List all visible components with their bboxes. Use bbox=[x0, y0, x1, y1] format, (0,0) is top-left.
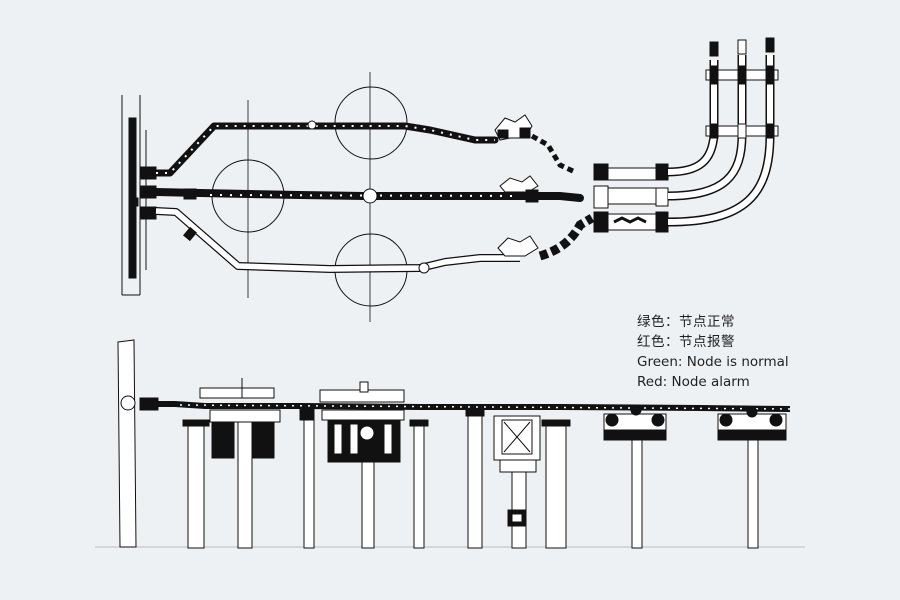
left-column bbox=[117, 339, 137, 548]
risers bbox=[667, 37, 779, 227]
elevation-view bbox=[95, 339, 805, 549]
support-saddle-1 bbox=[603, 404, 667, 441]
middle-pipe bbox=[152, 175, 584, 204]
valve-box bbox=[493, 415, 541, 549]
manifold bbox=[593, 163, 669, 233]
rack-columns bbox=[187, 409, 759, 549]
legend: 绿色：节点正常 红色：节点报警 Green: Node is normal Re… bbox=[637, 312, 789, 392]
legend-red-en: Red: Node alarm bbox=[637, 374, 750, 390]
legend-green-cn: 绿色：节点正常 bbox=[637, 314, 735, 330]
equipment-group-2 bbox=[299, 381, 405, 463]
equipment-group-1 bbox=[182, 378, 281, 459]
column-caps bbox=[409, 409, 571, 427]
legend-red-cn: 红色：节点报警 bbox=[637, 334, 735, 350]
support-saddle-2 bbox=[717, 406, 787, 441]
upper-pipe bbox=[152, 114, 577, 177]
lower-pipe bbox=[155, 207, 595, 274]
legend-green-en: Green: Node is normal bbox=[637, 354, 789, 370]
plan-view bbox=[121, 37, 779, 322]
